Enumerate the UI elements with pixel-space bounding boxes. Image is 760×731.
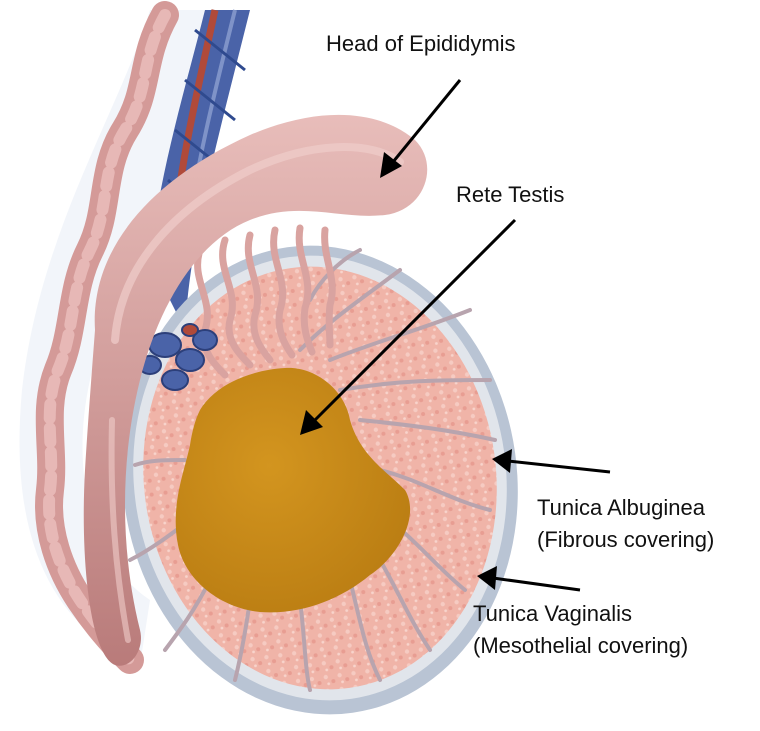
label-tunica-vaginalis-line2: (Mesothelial covering) bbox=[473, 632, 688, 659]
label-head-of-epididymis: Head of Epididymis bbox=[326, 30, 516, 57]
label-rete-testis: Rete Testis bbox=[456, 181, 564, 208]
label-tunica-albuginea-line2: (Fibrous covering) bbox=[537, 526, 714, 553]
label-tunica-albuginea-line1: Tunica Albuginea bbox=[537, 494, 714, 521]
label-tunica-albuginea: Tunica Albuginea (Fibrous covering) bbox=[537, 494, 714, 553]
label-tunica-vaginalis-line1: Tunica Vaginalis bbox=[473, 600, 688, 627]
label-tunica-vaginalis: Tunica Vaginalis (Mesothelial covering) bbox=[473, 600, 688, 659]
